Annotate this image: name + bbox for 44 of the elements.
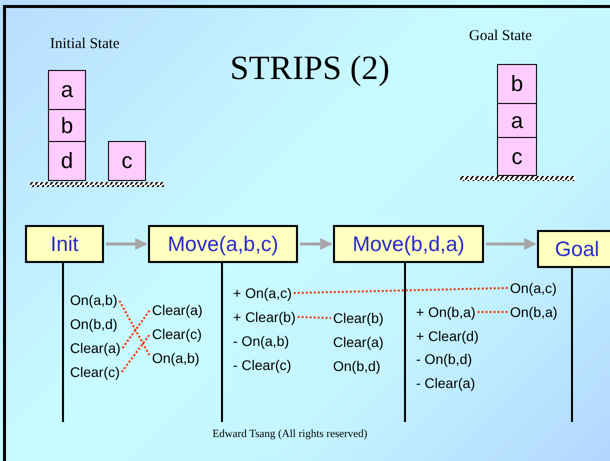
condition-text: + Clear(b) (233, 309, 296, 325)
condition-text: Clear(c) (152, 326, 202, 342)
condition-text: + On(b,a) (416, 304, 476, 320)
condition-text: Clear(b) (333, 310, 384, 326)
condition-text: + Clear(d) (416, 328, 479, 344)
condition-text: Clear(a) (70, 340, 121, 356)
block-box: d (48, 141, 86, 181)
condition-text: On(a,b) (152, 350, 200, 366)
block-box: a (48, 70, 86, 110)
condition-text: Clear(c) (70, 364, 120, 380)
step-box: Move(b,d,a) (333, 225, 484, 263)
dotted-link (478, 311, 508, 313)
block-box: a (497, 103, 537, 138)
dotted-link (298, 316, 332, 319)
condition-text: On(a,c) (510, 280, 557, 296)
state-heading: Initial State (50, 36, 120, 52)
condition-text: Clear(a) (333, 334, 384, 350)
step-box: Init (25, 225, 104, 263)
arrow (486, 238, 536, 250)
condition-text: - Clear(c) (233, 357, 292, 373)
state-heading: Goal State (469, 28, 532, 44)
condition-text: On(b,a) (510, 304, 558, 320)
condition-text: On(a,b) (70, 292, 118, 308)
condition-text: On(b,d) (333, 358, 380, 374)
arrow (106, 238, 148, 250)
slide-title: STRIPS (2) (230, 50, 390, 88)
condition-text: On(b,d) (70, 316, 118, 332)
condition-text: Clear(a) (152, 302, 203, 318)
block-box: c (497, 137, 537, 176)
condition-text: - On(a,b) (233, 333, 290, 349)
condition-text: - Clear(a) (416, 375, 476, 391)
step-box: Move(a,b,c) (148, 225, 298, 263)
step-box: Goal (537, 230, 610, 268)
dotted-link (118, 300, 151, 357)
block-box: b (497, 64, 537, 104)
dotted-link (294, 287, 508, 294)
block-box: c (108, 141, 146, 181)
condition-text: + On(a,c) (233, 285, 292, 301)
condition-text: - On(b,d) (416, 351, 472, 367)
dotted-link (120, 333, 151, 373)
copyright-note: Edward Tsang (All rights reserved) (212, 428, 368, 440)
arrow (300, 238, 332, 250)
block-box: b (48, 109, 86, 142)
dotted-link (122, 309, 151, 349)
